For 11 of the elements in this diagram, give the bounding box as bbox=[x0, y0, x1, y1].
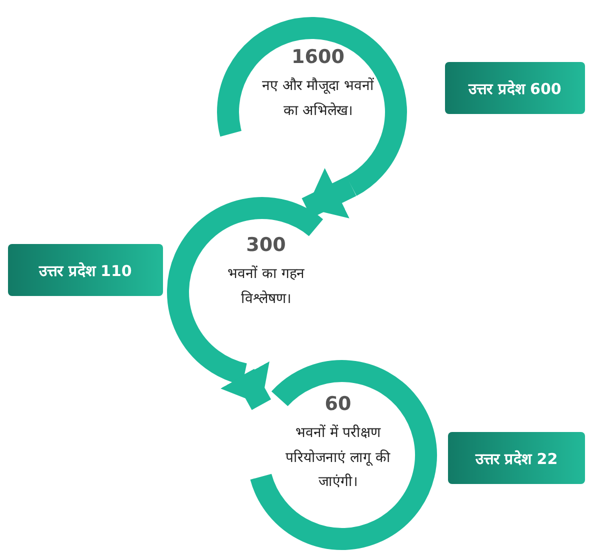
step-description: भवनों का गहन विश्लेषण। bbox=[226, 264, 306, 308]
step-description: नए और मौजूदा भवनों का अभिलेख। bbox=[260, 76, 376, 120]
step-description: भवनों में परीक्षण परियोजनाएं लागू की जाएंगी। bbox=[284, 424, 392, 492]
label-tag: उत्तर प्रदेश 600 bbox=[445, 62, 585, 114]
label-tag: उत्तर प्रदेश 110 bbox=[8, 244, 163, 296]
step-number: 1600 bbox=[292, 46, 344, 68]
label-tag: उत्तर प्रदेश 22 bbox=[448, 432, 585, 484]
arrow bbox=[220, 361, 272, 410]
arrow bbox=[302, 168, 356, 218]
step-number: 300 bbox=[246, 234, 286, 256]
step-number: 60 bbox=[324, 393, 352, 415]
